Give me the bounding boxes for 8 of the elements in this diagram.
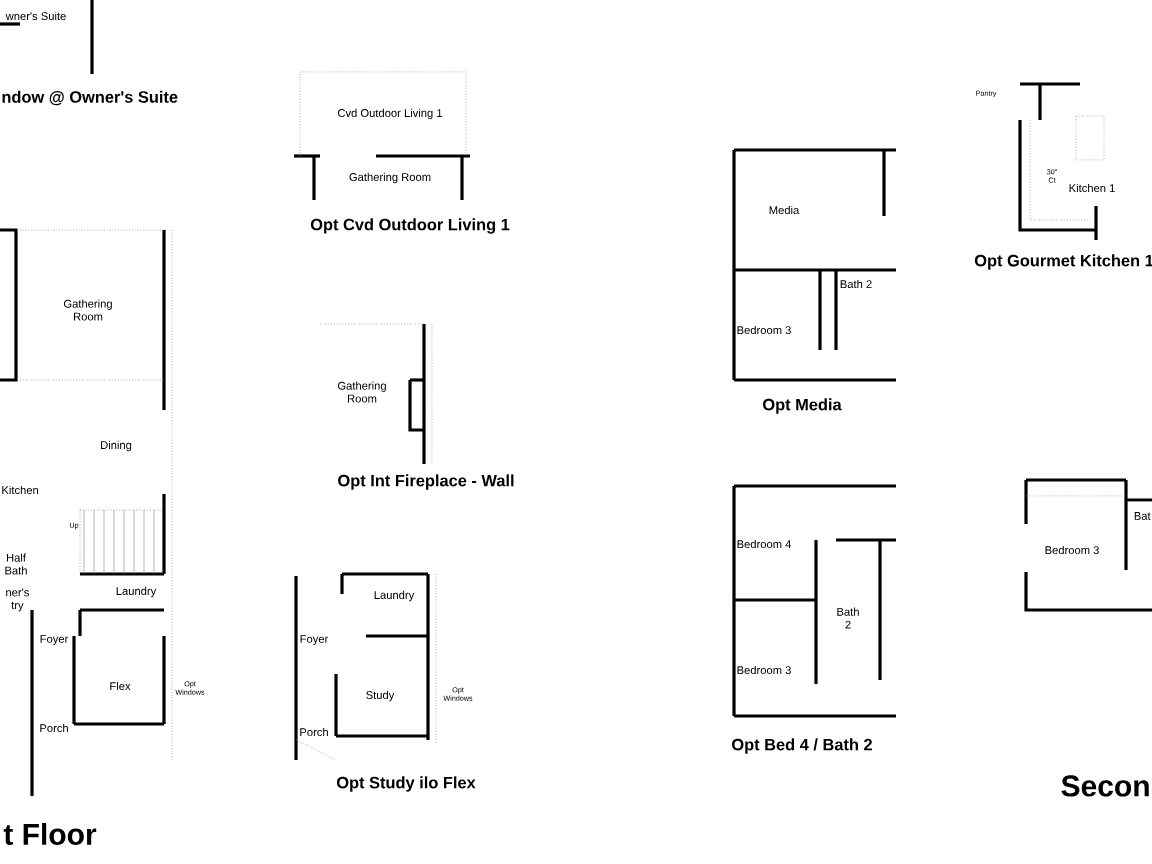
floor-title: Secon — [1061, 775, 1149, 797]
plan-title: Opt Int Fireplace - Wall — [338, 474, 514, 490]
plan-title: Opt Bed 4 / Bath 2 — [732, 738, 872, 754]
plan-title: Opt Cvd Outdoor Living 1 — [310, 218, 510, 234]
floor-title: t Floor — [3, 823, 97, 845]
plan-title: ndow @ Owner's Suite — [2, 90, 178, 106]
plan-title: Opt Study ilo Flex — [336, 776, 476, 792]
plan-title: Opt Media — [763, 398, 842, 414]
